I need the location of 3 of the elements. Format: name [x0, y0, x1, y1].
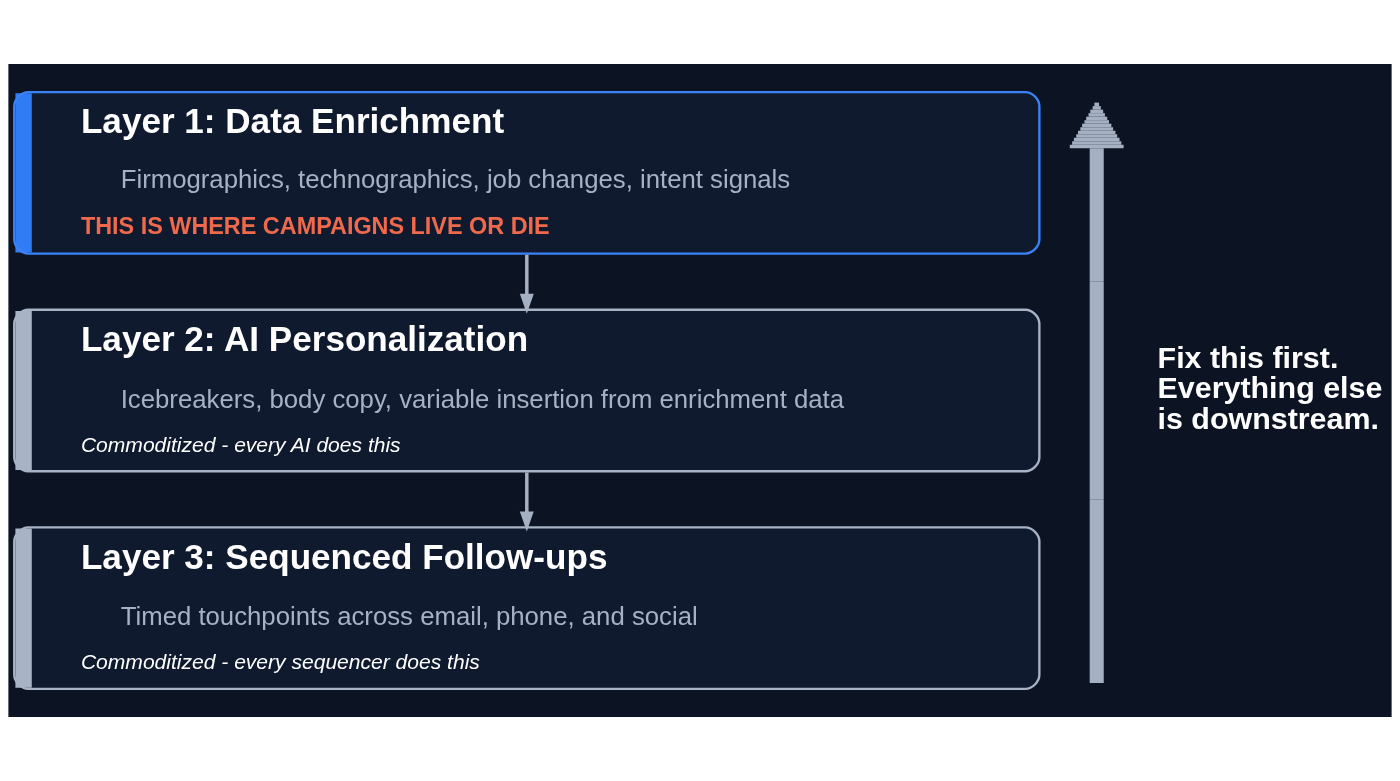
arrow — [519, 472, 534, 532]
arrow — [519, 254, 534, 314]
label: Fix this first. Everything else is downstream. — [1157, 340, 1383, 435]
